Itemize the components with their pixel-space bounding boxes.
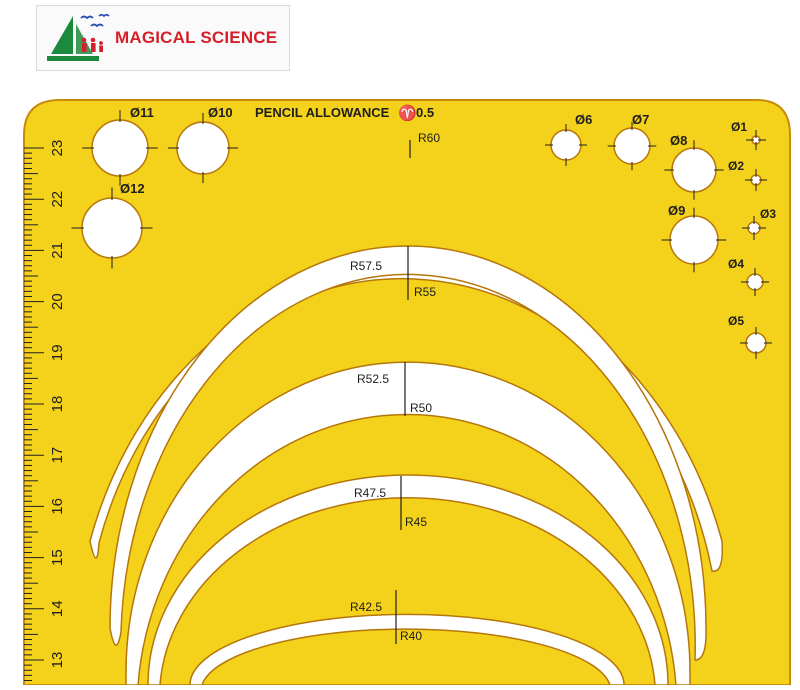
hole-label-8: Ø8 [670,133,687,148]
ruler-ticks [24,147,44,681]
circle-hole [741,268,769,296]
ruler-number-label: 18 [49,396,66,413]
circle-hole [742,216,766,240]
pencil-allowance-value: 0.5 [416,105,434,120]
arc-cutout-r40 [189,613,625,686]
ruler-number-label: 13 [49,652,66,669]
circle-hole [545,124,587,166]
arc-label-r45: R45 [405,515,427,529]
hole-label-11: Ø11 [130,105,154,120]
arc-label-r50: R50 [410,401,432,415]
ruler-number-label: 15 [49,549,66,566]
pencil-allowance-symbol: ♈ [398,104,417,122]
ruler-number-label: 14 [49,600,66,617]
hole-label-10: Ø10 [208,105,233,120]
arc-label-r47-5: R47.5 [354,486,386,500]
arc-label-r60: R60 [418,131,440,145]
brand-name: MAGICAL SCIENCE [115,28,278,47]
hole-label-7: Ø7 [632,112,649,127]
hole-label-6: Ø6 [575,112,592,127]
circle-hole [746,130,766,150]
hole-label-3: Ø3 [760,207,776,221]
hole-label-12: Ø12 [120,181,145,196]
circle-hole [664,140,724,200]
arc-cutout-r55 [109,245,707,661]
sailboat-logo-icon [47,13,110,61]
title-label: PENCIL ALLOWANCE [255,105,390,120]
circle-hole [607,121,657,171]
hole-label-9: Ø9 [668,203,685,218]
circle-hole [740,327,772,359]
circle-hole [71,187,153,269]
ruler-labels: 23 22 21 20 19 18 17 16 15 14 13 [49,140,66,669]
ruler-number-label: 20 [49,293,66,310]
arc-label-r55: R55 [414,285,436,299]
circle-hole [745,169,767,191]
arc-cutout-r45 [147,474,669,686]
arc-label-r42-5: R42.5 [350,600,382,614]
hole-label-4: Ø4 [728,257,744,271]
ruler-number-label: 19 [49,344,66,361]
ruler-number-label: 22 [49,191,66,208]
ruler-number-label: 17 [49,447,66,464]
brand-banner: MAGICAL SCIENCE [36,5,290,71]
hole-label-2: Ø2 [728,159,744,173]
ruler-number-label: 23 [49,140,66,157]
ruler-number-label: 16 [49,498,66,515]
arc-label-r57-5: R57.5 [350,259,382,273]
circle-holes [71,110,772,359]
ruler-number-label: 21 [49,242,66,259]
circle-hole [661,207,727,273]
arc-label-r52-5: R52.5 [357,372,389,386]
circle-hole [167,112,239,184]
hole-label-1: Ø1 [731,120,747,134]
arc-label-r40: R40 [400,629,422,643]
hole-label-5: Ø5 [728,314,744,328]
circle-hole [82,110,158,186]
arc-cutout-r50 [125,361,691,686]
